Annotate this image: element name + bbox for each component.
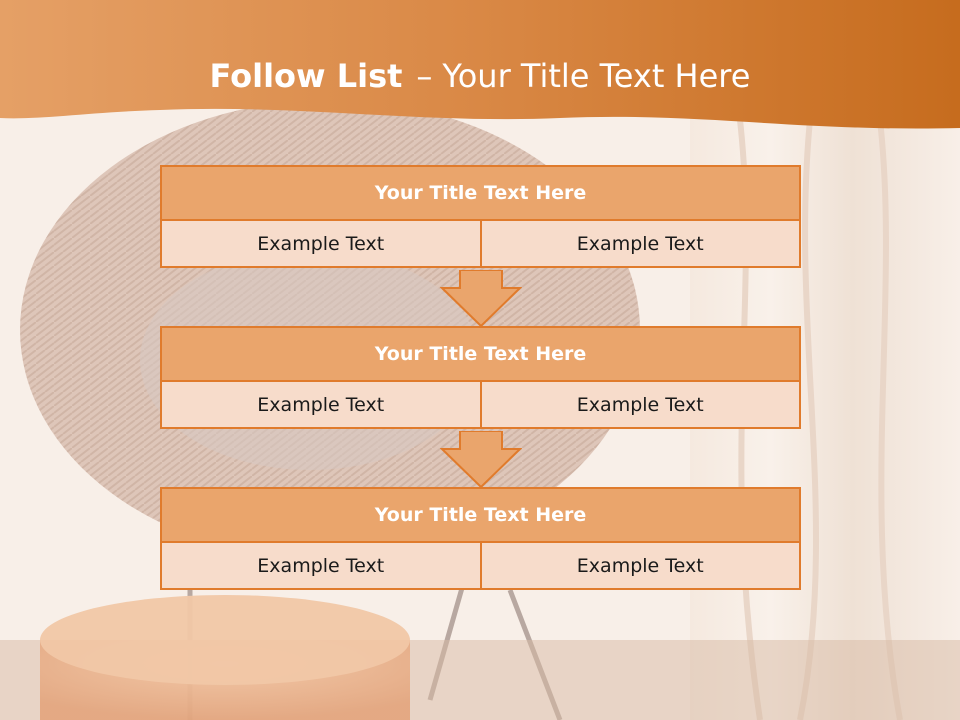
header-band <box>0 0 960 129</box>
title-separator: – <box>416 57 433 95</box>
block-title: Your Title Text Here <box>160 487 801 543</box>
down-arrow-icon <box>440 431 522 489</box>
title-text: Your Title Text Here <box>442 57 751 95</box>
page-title: Follow List–Your Title Text Here <box>0 56 960 96</box>
block-row: Example Text Example Text <box>160 219 801 268</box>
block-cell-left: Example Text <box>160 541 482 590</box>
block-row: Example Text Example Text <box>160 380 801 429</box>
block-cell-left: Example Text <box>160 219 482 268</box>
block-cell-left: Example Text <box>160 380 482 429</box>
list-block: Your Title Text Here Example Text Exampl… <box>160 165 801 268</box>
block-cell-right: Example Text <box>479 541 801 590</box>
block-title: Your Title Text Here <box>160 326 801 382</box>
block-title: Your Title Text Here <box>160 165 801 221</box>
block-cell-right: Example Text <box>479 380 801 429</box>
list-block: Your Title Text Here Example Text Exampl… <box>160 326 801 429</box>
block-row: Example Text Example Text <box>160 541 801 590</box>
block-cell-right: Example Text <box>479 219 801 268</box>
list-block: Your Title Text Here Example Text Exampl… <box>160 487 801 590</box>
down-arrow-icon <box>440 270 522 328</box>
title-bold: Follow List <box>209 57 403 95</box>
